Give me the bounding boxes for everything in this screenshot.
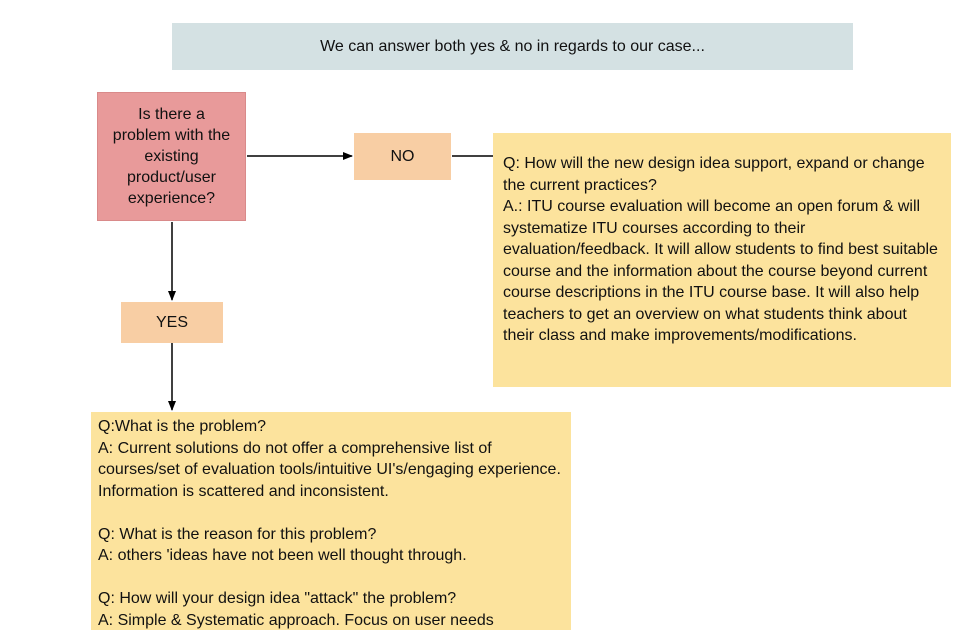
banner: We can answer both yes & no in regards t… (172, 23, 853, 70)
no-branch-box: NO (354, 133, 451, 180)
question-text: Is there a problem with the existing pro… (112, 106, 231, 207)
yes-answer-note: Q:What is the problem? A: Current soluti… (91, 412, 571, 630)
no-label: NO (390, 147, 415, 165)
yes-branch-box: YES (121, 302, 223, 343)
no-answer-note: Q: How will the new design idea support,… (493, 133, 951, 387)
banner-text: We can answer both yes & no in regards t… (320, 37, 705, 55)
yes-label: YES (155, 313, 188, 331)
question-box: Is there a problem with the existing pro… (97, 92, 246, 221)
